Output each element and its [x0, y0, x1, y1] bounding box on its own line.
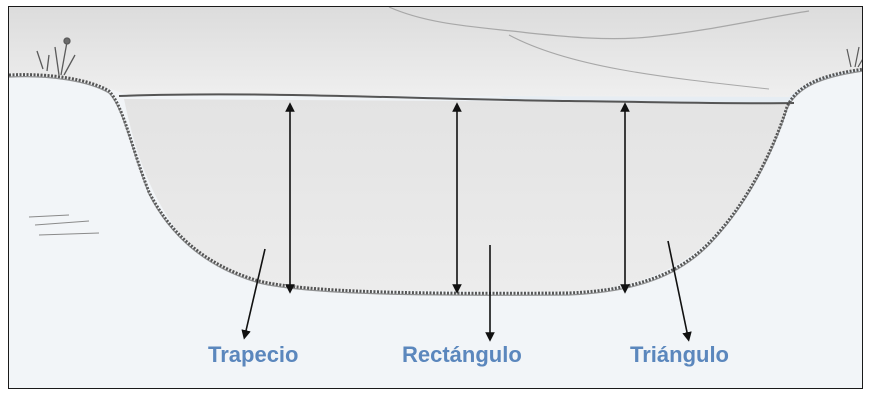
label-triangulo: Triángulo	[630, 342, 729, 368]
diagram-frame: Trapecio Rectángulo Triángulo	[8, 6, 863, 389]
river-cross-section-illustration	[9, 7, 863, 389]
label-trapecio: Trapecio	[208, 342, 298, 368]
upper-terrain-sketch	[9, 7, 863, 97]
label-rectangulo: Rectángulo	[402, 342, 522, 368]
